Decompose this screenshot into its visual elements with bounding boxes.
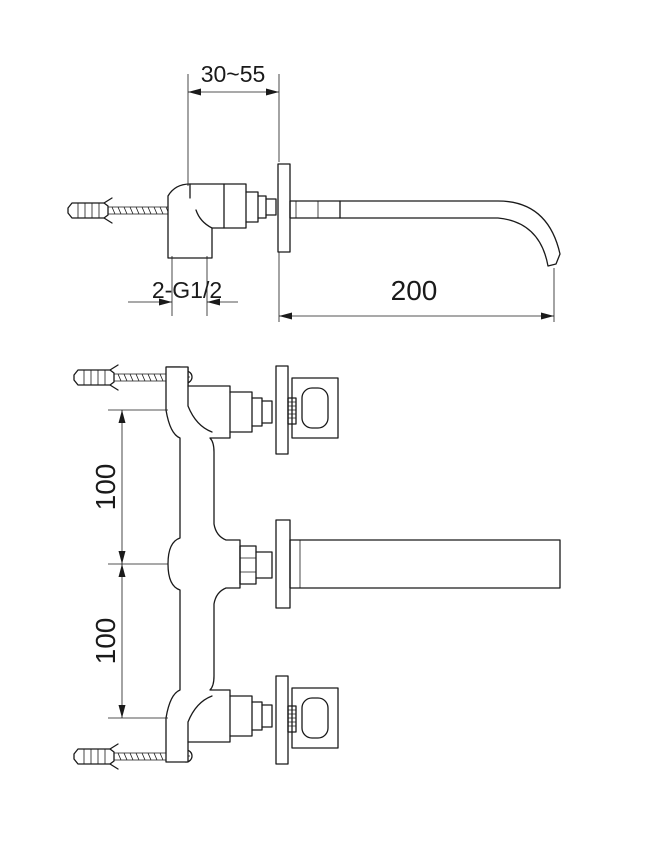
side-view: 30~55 2-G1/2 200 bbox=[67, 61, 561, 322]
dimension-adjust-range bbox=[187, 74, 280, 186]
side-spout bbox=[289, 200, 561, 267]
dimension-spout-reach bbox=[278, 252, 555, 322]
side-valve-body bbox=[167, 183, 277, 259]
dimension-spout-reach-label: 200 bbox=[391, 275, 438, 306]
dimension-lower-spacing-label: 100 bbox=[90, 618, 121, 665]
dimension-thread-spec bbox=[128, 256, 238, 316]
dimension-thread-spec-label: 2-G1/2 bbox=[152, 277, 222, 303]
dimension-adjust-range-label: 30~55 bbox=[201, 61, 266, 87]
dimension-upper-spacing-label: 100 bbox=[90, 464, 121, 511]
lower-handle bbox=[275, 675, 339, 765]
valve-manifold bbox=[165, 366, 273, 763]
dimension-lower-spacing bbox=[108, 564, 168, 719]
front-view: 100 100 bbox=[73, 364, 561, 770]
side-wall-anchor bbox=[67, 197, 170, 224]
side-wall-flange bbox=[277, 163, 291, 253]
front-spout bbox=[275, 519, 561, 609]
dimension-upper-spacing bbox=[108, 409, 168, 565]
upper-handle bbox=[275, 365, 339, 455]
